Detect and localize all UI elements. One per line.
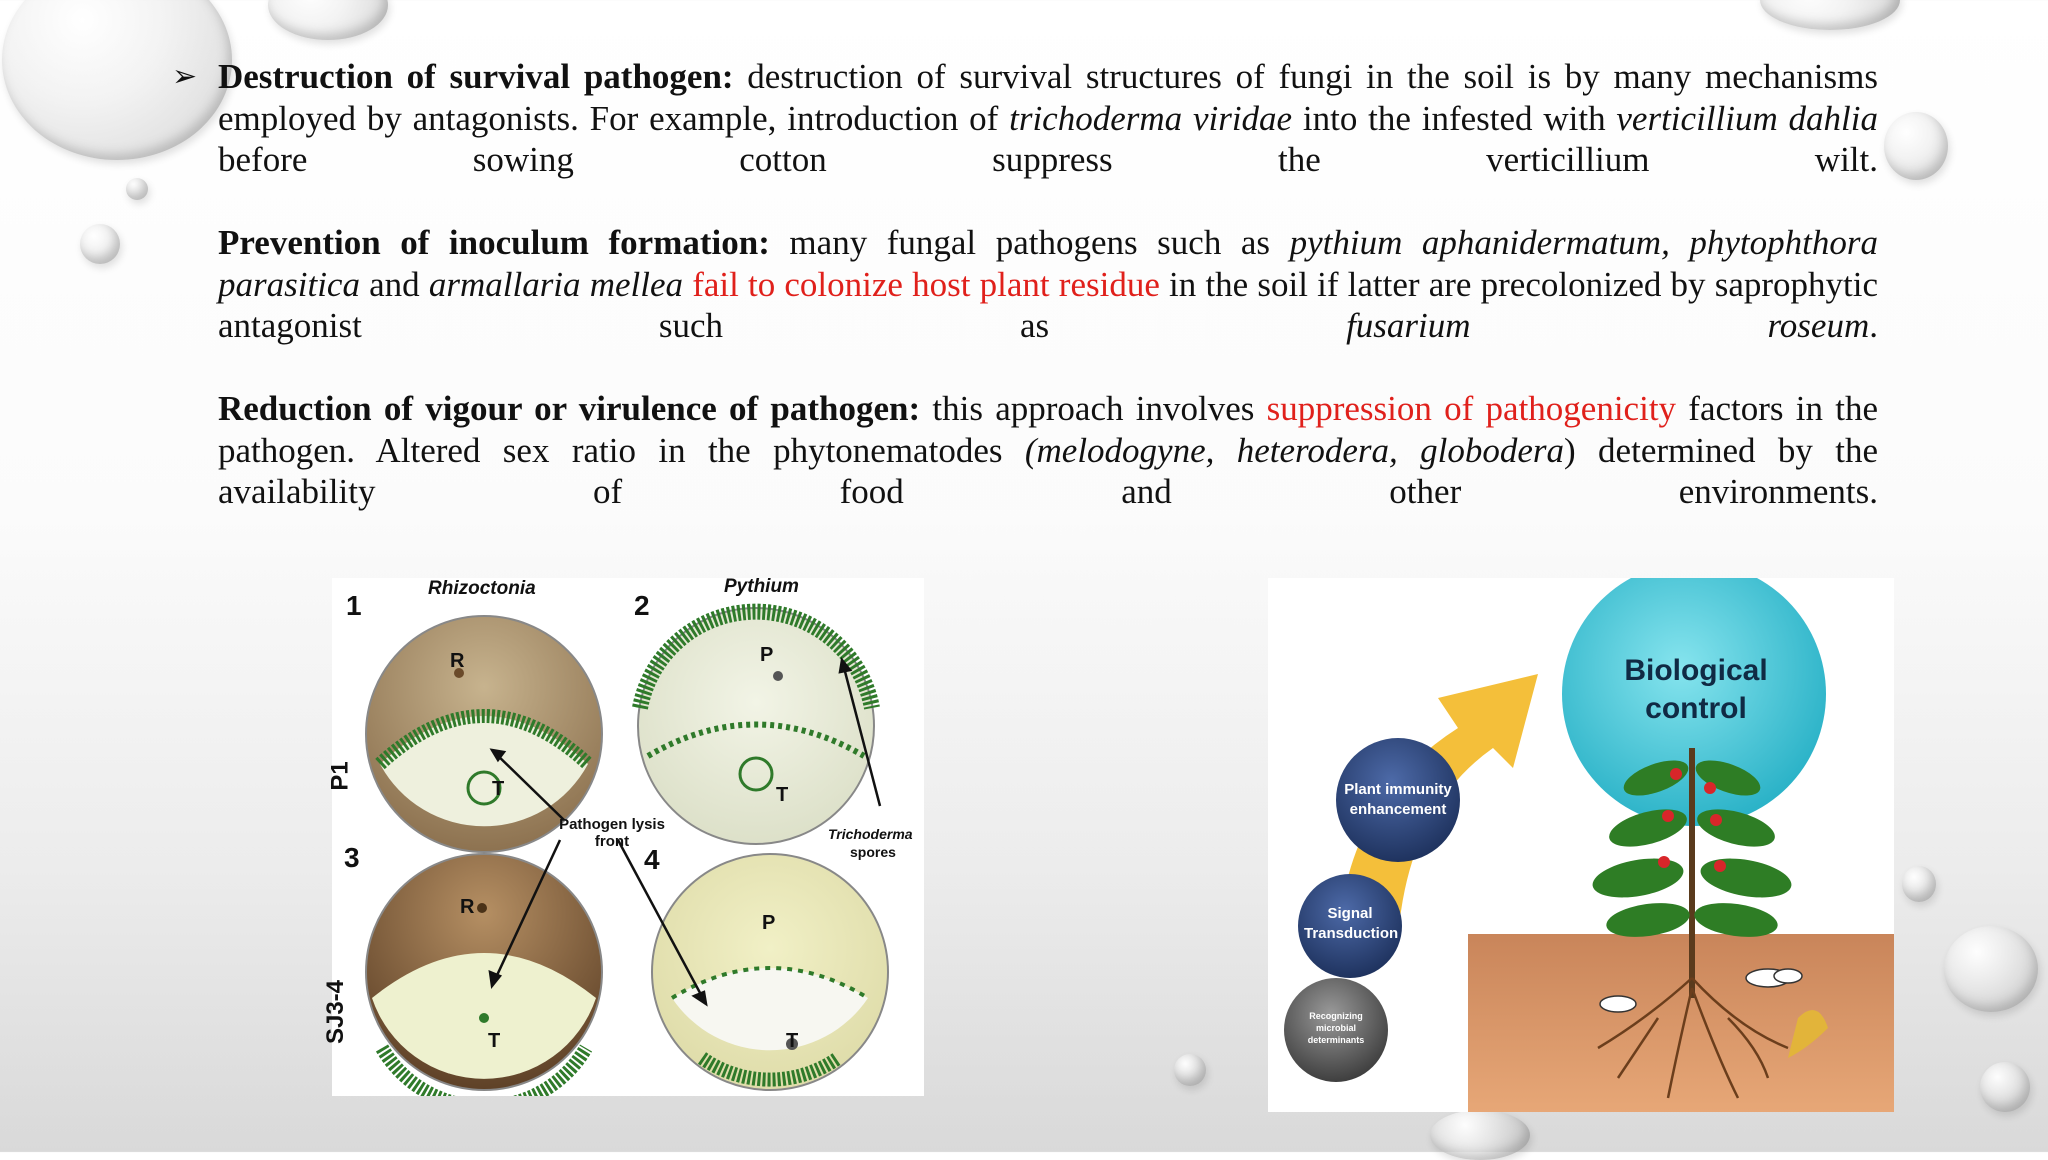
label-p1: P1 — [326, 761, 354, 791]
text: factors in the pathogen. Altered sex rat… — [218, 389, 1878, 470]
italic-text: armallaria mellea — [428, 264, 683, 304]
text: . — [1869, 306, 1878, 345]
paragraph-reduction: Reduction of vigour or virulence of path… — [218, 388, 1878, 513]
text: ) determined by the availability of food… — [218, 430, 1878, 512]
text — [683, 265, 692, 304]
water-droplet — [2, 0, 232, 160]
label-r: R — [460, 896, 475, 918]
label-recognizing: Recognizing microbial determinants — [1307, 1011, 1365, 1045]
label-sj3-4: SJ3-4 — [322, 979, 350, 1045]
petri-dish-figure: Rhizoctonia Pythium 1 2 3 4 P1 SJ3-4 R P… — [322, 576, 924, 1114]
heading: Prevention of inoculum formation: — [218, 223, 770, 262]
italic-text: (melodogyne, heterodera, globodera — [1024, 430, 1565, 470]
label-pathogen-lysis-front: Pathogen lysis front — [559, 816, 665, 850]
label-r: R — [450, 650, 465, 672]
water-droplet — [1430, 1110, 1530, 1160]
italic-text: verticillium dahlia — [1616, 98, 1878, 138]
italic-text: fusarium roseum — [1346, 306, 1870, 345]
water-droplet — [1980, 1062, 2030, 1112]
label-rhizoctonia: Rhizoctonia — [428, 578, 536, 599]
paragraph-destruction: ➢ Destruction of survival pathogen: destr… — [172, 56, 1878, 181]
label-p: P — [760, 644, 774, 666]
label-trichoderma: Trichoderma — [828, 826, 913, 842]
label-p: P — [762, 912, 776, 934]
water-droplet — [1884, 112, 1948, 180]
label-number-1: 1 — [346, 590, 362, 621]
water-droplet — [1902, 866, 1936, 902]
biological-control-diagram: Biological control Plant immunity enhanc… — [1268, 562, 1894, 1112]
label-spores: spores — [850, 844, 896, 860]
water-droplet — [1944, 926, 2038, 1012]
text: destruction of survival structures of fu… — [218, 57, 1878, 138]
italic-text: trichoderma viridae — [1009, 98, 1293, 138]
label-number-2: 2 — [634, 590, 650, 621]
water-droplet — [1174, 1054, 1206, 1086]
label-t: T — [776, 784, 789, 806]
label-number-3: 3 — [344, 842, 360, 873]
text: and — [359, 264, 429, 304]
highlight-text: suppression of pathogenicity — [1266, 389, 1677, 428]
water-droplet — [1760, 0, 1900, 30]
label-t: T — [492, 778, 505, 800]
label-number-4: 4 — [644, 844, 660, 875]
heading: Reduction of vigour or virulence of path… — [218, 389, 921, 428]
water-droplet — [80, 224, 120, 264]
paragraph-prevention: Prevention of inoculum formation: many f… — [218, 222, 1878, 347]
text: into the infested with — [1292, 98, 1617, 138]
content-text: ➢ Destruction of survival pathogen: destr… — [172, 56, 1878, 513]
label-plant-immunity: Plant immunity enhancement — [1344, 781, 1452, 818]
text: in the soil if latter are precolonized b… — [218, 264, 1879, 346]
heading: Destruction of survival pathogen: — [218, 57, 734, 96]
label-t: T — [786, 1030, 799, 1052]
text: many fungal pathogens such as — [769, 223, 1290, 262]
water-droplet — [268, 0, 388, 40]
biological-control-illustration — [1284, 562, 1894, 1112]
petri-dish-illustration — [365, 603, 889, 1114]
highlight-text: fail to colonize host plant residue — [692, 264, 1160, 304]
label-biological-control: Biological control — [1624, 654, 1768, 725]
text: this approach involves — [920, 389, 1267, 428]
label-signal-transduction: Signal Transduction — [1304, 905, 1399, 942]
label-t: T — [488, 1030, 501, 1052]
italic-text: pythium aphanidermatum, phytophthora par… — [218, 223, 1878, 304]
arrow-bullet-icon: ➢ — [172, 59, 198, 94]
water-droplet — [126, 178, 148, 200]
label-pythium: Pythium — [724, 576, 799, 597]
text: before sowing cotton suppress the vertic… — [218, 140, 1878, 179]
